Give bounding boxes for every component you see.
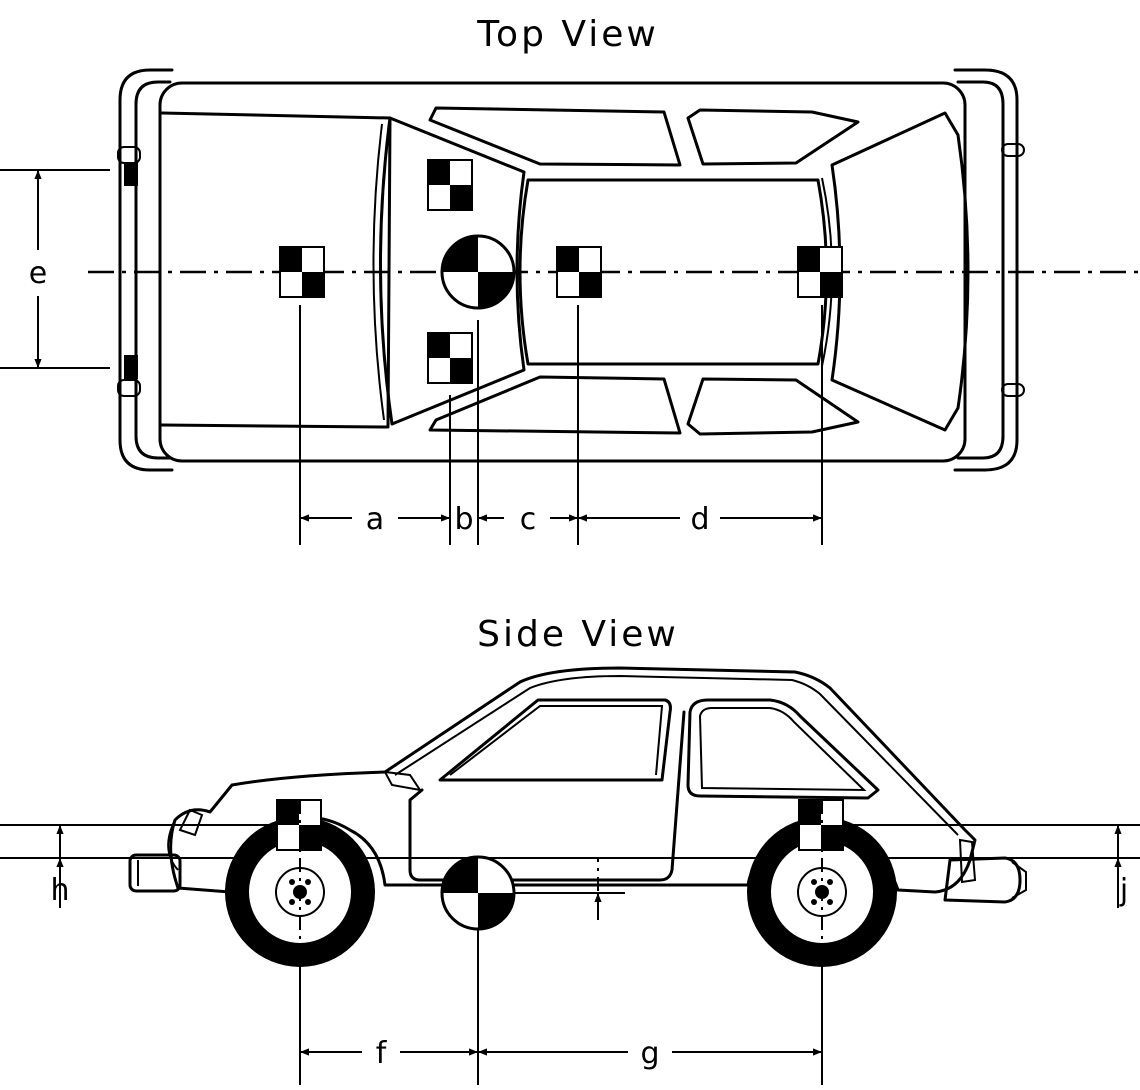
top-view-car-outline xyxy=(117,68,1025,472)
dimension-a: a xyxy=(300,502,450,537)
dimension-e: e xyxy=(29,170,47,368)
dimension-f: f xyxy=(300,1036,478,1071)
dimension-h: h xyxy=(50,825,70,908)
dimension-a-label: a xyxy=(366,502,384,537)
top-view-title: Top View xyxy=(476,14,659,55)
side-view-reference-lines xyxy=(0,824,1140,859)
dimension-c: c xyxy=(478,502,578,537)
right-seat-target-icon xyxy=(427,332,473,384)
dimension-f-label: f xyxy=(376,1036,388,1071)
dimension-d-label: d xyxy=(690,502,709,537)
dimension-j: j xyxy=(1114,825,1128,908)
dimension-e-label: e xyxy=(29,256,47,291)
dimension-g: g xyxy=(478,1036,822,1071)
dimension-h-label: h xyxy=(50,873,69,908)
dimension-b: b xyxy=(454,502,473,537)
side-center-of-gravity-icon xyxy=(440,855,625,931)
dimension-b-label: b xyxy=(454,502,473,537)
top-view-extension-lines xyxy=(0,169,823,545)
side-view-extension-lines xyxy=(299,800,823,1085)
dimension-d: d xyxy=(578,502,822,537)
rear-axle-target-icon xyxy=(797,246,843,298)
dimension-g-label: g xyxy=(640,1036,659,1071)
center-of-gravity-icon xyxy=(440,234,516,310)
dimension-j-label: j xyxy=(1119,873,1128,908)
side-view-title: Side View xyxy=(477,614,679,655)
front-axle-target-icon xyxy=(279,246,325,298)
left-seat-target-icon xyxy=(427,159,473,211)
roof-target-icon xyxy=(556,246,602,298)
side-view-car-outline xyxy=(128,666,1027,904)
dimension-c-label: c xyxy=(520,502,537,537)
